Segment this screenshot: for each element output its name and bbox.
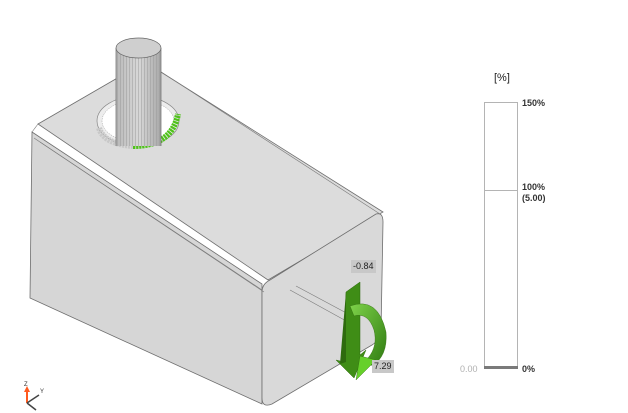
box-side-face	[29, 131, 263, 405]
legend-bar	[484, 102, 518, 368]
svg-text:Y: Y	[40, 389, 44, 395]
moment-arrow-icon[interactable]	[349, 303, 387, 381]
legend-zero-bar	[484, 366, 518, 369]
upper-column	[115, 37, 162, 146]
legend-tick-min: 0%	[522, 364, 536, 374]
legend-panel: [%] 150% 100% (5.00) 0% 0.00	[440, 60, 600, 390]
result-value-top: -0.84	[351, 260, 376, 273]
legend-tick-ref: 100%	[522, 182, 546, 192]
result-value-bottom: 7.29	[372, 360, 394, 373]
legend-title: [%]	[494, 72, 510, 84]
legend-tick-ref-value: (5.00)	[522, 193, 546, 203]
svg-text:Z: Z	[24, 382, 28, 388]
legend-ref-line	[484, 190, 518, 191]
axis-triad-icon: Z Y	[24, 382, 44, 411]
legend-tick-max: 150%	[522, 98, 546, 108]
edge-lines	[31, 65, 381, 323]
legend-min-value: 0.00	[460, 364, 478, 374]
